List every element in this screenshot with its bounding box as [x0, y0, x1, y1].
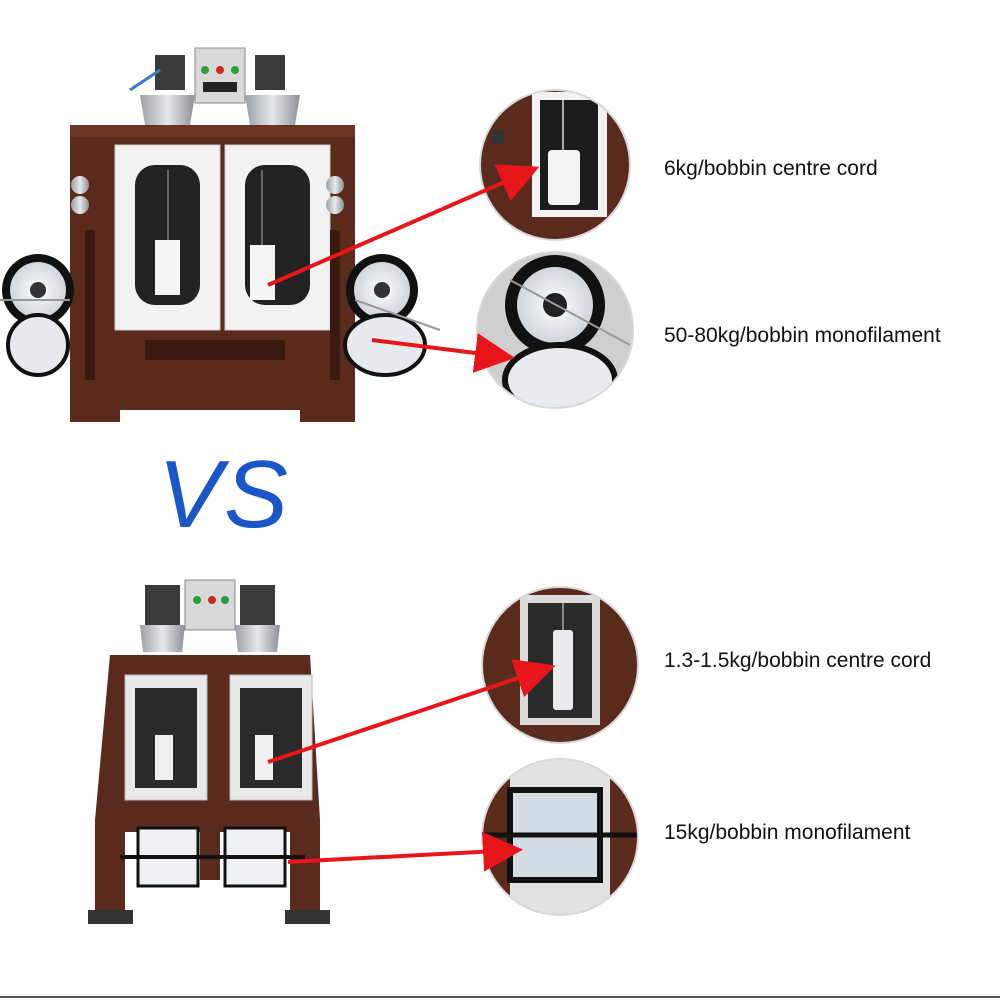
label-bottom-centre-cord: 1.3-1.5kg/bobbin centre cord [664, 649, 932, 672]
label-bottom-monofilament: 15kg/bobbin monofilament [664, 821, 911, 844]
bottom-divider [0, 996, 1000, 998]
label-top-monofilament: 50-80kg/bobbin monofilament [664, 324, 941, 347]
arrow-bottom-monofilament [287, 831, 523, 872]
arrow-top-centre-cord [267, 164, 540, 287]
callout-image-top-spool [477, 252, 633, 408]
label-top-centre-cord: 6kg/bobbin centre cord [664, 157, 878, 180]
arrow-bottom-centre-cord [267, 659, 556, 764]
top-machine [0, 47, 441, 422]
arrow-top-monofilament [371, 333, 515, 373]
callout-image-bottom-centre-cord [482, 587, 638, 743]
bottom-machine [88, 579, 330, 924]
vs-heading: VS [158, 441, 291, 548]
